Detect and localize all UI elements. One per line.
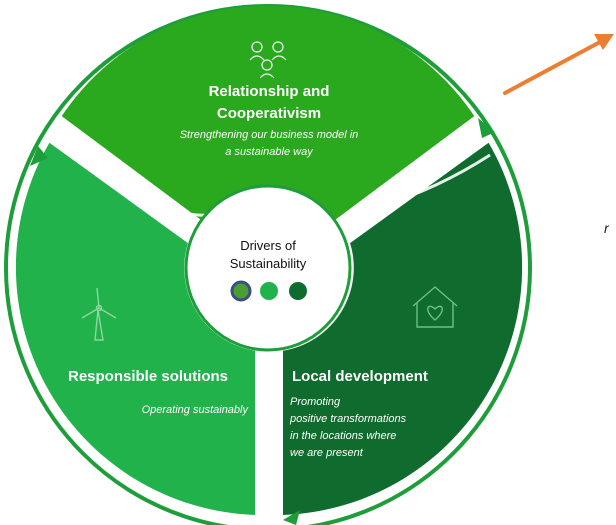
center-dot-3: [289, 282, 307, 300]
wind-turbine-icon: [81, 287, 117, 341]
top-guide-line: [69, 148, 216, 217]
arrowhead-bottom: [283, 510, 300, 525]
orange-arrowhead: [594, 34, 614, 50]
house-heart-icon: [412, 286, 458, 328]
local-subtitle-line4: we are present: [290, 447, 364, 459]
responsible-subtitle: Operating sustainably: [142, 404, 250, 416]
arrowhead-top-right: [478, 118, 495, 138]
local-subtitle-line3: in the locations where: [290, 430, 396, 442]
center-dot-2: [260, 282, 278, 300]
center-title-line2: Sustainability: [230, 256, 307, 271]
local-title: Local development: [292, 368, 428, 385]
relationship-subtitle-line1: Strengthening our business model in: [180, 129, 359, 141]
center-circle: [184, 184, 352, 352]
right-guide-line: [344, 153, 491, 217]
segment-local: [283, 142, 523, 515]
orange-arrow-shaft: [503, 40, 602, 95]
local-subtitle-line2: positive transformations: [289, 413, 407, 425]
people-network-icon: [249, 41, 287, 79]
side-text: r: [604, 220, 610, 236]
responsible-title: Responsible solutions: [68, 368, 228, 385]
center-title-line1: Drivers of: [240, 238, 296, 253]
segment-responsible: [15, 142, 255, 515]
arrowhead-left: [30, 146, 48, 166]
local-subtitle-line1: Promoting: [290, 396, 341, 408]
relationship-title-line1: Relationship and: [209, 83, 330, 100]
relationship-subtitle-line2: a sustainable way: [225, 146, 314, 158]
relationship-title-line2: Cooperativism: [217, 105, 321, 122]
segment-relationship: [61, 5, 475, 220]
center-dot-1: [230, 280, 252, 302]
